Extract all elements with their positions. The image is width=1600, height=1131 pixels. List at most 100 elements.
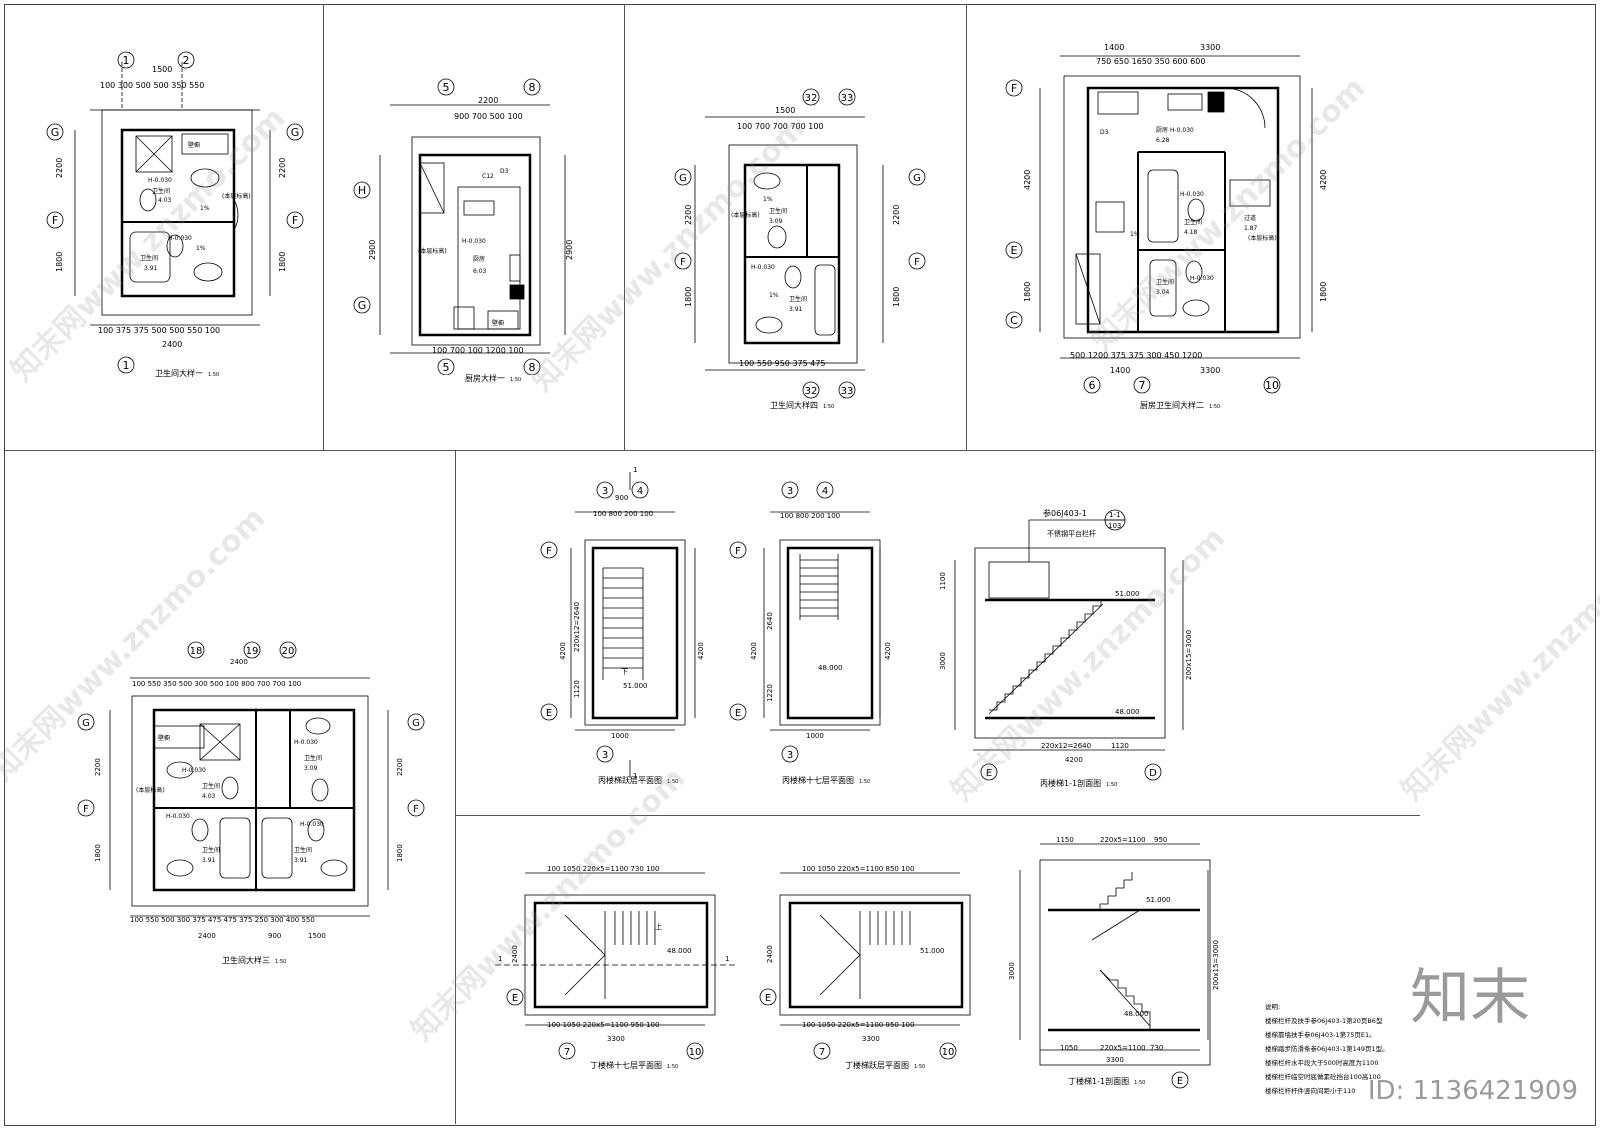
- caption-scale: 1:50: [1106, 782, 1118, 788]
- dim-total: 3300: [1200, 43, 1220, 52]
- ref-bot: 103: [1108, 522, 1121, 530]
- dim-total: 2200: [684, 205, 693, 225]
- room-level: H-0.030: [166, 813, 190, 820]
- room-level: H-0.030: [294, 739, 318, 746]
- axis-label: 10: [1265, 379, 1279, 392]
- room-label: D3: [1100, 129, 1109, 136]
- room-name: 卫生间: [140, 254, 158, 262]
- room-area: 3.91: [789, 306, 803, 313]
- dim-row: 100 550 350 500 300 500 100 800 700 700 …: [132, 680, 301, 688]
- axis-label: 6: [1089, 379, 1096, 392]
- dim-total: 900: [268, 932, 281, 940]
- drawing-caption: 厨房大样一 1:50: [465, 373, 521, 384]
- axis-label: 8: [529, 81, 536, 94]
- cut-label: 1: [633, 772, 637, 780]
- caption-scale: 1:50: [208, 372, 220, 378]
- dim-row: 100 550 950 375 475: [739, 359, 826, 368]
- dim-total: 4200: [1319, 170, 1328, 190]
- axis-label: G: [291, 126, 300, 139]
- level-value: 48.000: [1115, 708, 1140, 716]
- axis-label: F: [914, 257, 920, 268]
- stairD-jump-plan: 100 1050 220x5=1100 850 100 100 1050 220…: [759, 865, 971, 1060]
- axis-label: 32: [805, 386, 818, 397]
- cut-label: 1: [633, 466, 637, 474]
- slope-label: 1%: [196, 245, 206, 252]
- caption-scale: 1:50: [914, 1064, 926, 1070]
- axis-label: E: [512, 993, 518, 1004]
- axis-label: 2: [183, 54, 190, 67]
- room-name: 卫生间: [202, 782, 220, 790]
- axis-label: G: [412, 718, 420, 729]
- room-area: 6.03: [473, 268, 487, 275]
- dim-total: 2200: [396, 758, 404, 776]
- wall-cab-label: 壁橱: [188, 141, 200, 149]
- room-name: 卫生间: [294, 846, 312, 854]
- axis-label: E: [1011, 244, 1018, 257]
- room-name: 过道: [1244, 214, 1256, 222]
- level-value: 48.000: [667, 947, 692, 955]
- dim-total: 950: [1154, 836, 1167, 844]
- dim-total: 2400: [511, 945, 519, 963]
- dim-total: 730: [1150, 1044, 1163, 1052]
- dim-row: 100 800 200 100: [593, 510, 653, 518]
- dim-total: 1800: [892, 287, 901, 307]
- design-notes: 说明: 楼梯栏杆及扶手参06J403-1第20页B6型 楼梯靠墙扶手参06J40…: [1265, 1000, 1389, 1098]
- stairC-section: 参06J403-1 1-1 103 不锈钢平台栏杆 51.000 48.000 …: [939, 508, 1193, 781]
- room-label: C12: [482, 173, 494, 180]
- dim-total: 4200: [1023, 170, 1032, 190]
- caption-text: 卫生间大样四: [770, 401, 818, 410]
- dim-total: 1100: [939, 572, 947, 590]
- axis-label: E: [735, 708, 741, 719]
- note-line: 楼梯栏杆及扶手参06J403-1第20页B6型: [1265, 1017, 1383, 1025]
- axis-label: 1: [123, 359, 130, 372]
- room-area: 4.03: [202, 793, 216, 800]
- axis-label: 3: [787, 750, 793, 761]
- axis-label: F: [735, 546, 741, 557]
- dim-row: 100 1050 220x5=1100 730 100: [547, 865, 659, 873]
- divider: [624, 4, 625, 450]
- divider: [966, 4, 967, 450]
- axis-label: 4: [637, 486, 643, 497]
- dim-total: 1500: [308, 932, 326, 940]
- room-name: 卫生间: [789, 295, 807, 303]
- axis-label: G: [358, 299, 367, 312]
- dim-total: 3300: [1106, 1056, 1124, 1064]
- slope-label: 1%: [200, 205, 210, 212]
- caption-text: 厨房大样一: [465, 374, 505, 383]
- room-name: 卫生间: [769, 207, 787, 215]
- axis-label: 3: [602, 486, 608, 497]
- caption-text: 丁楼梯1-1剖面图: [1068, 1077, 1130, 1086]
- dim-total: 2200: [55, 158, 64, 178]
- slope-label: 1%: [1130, 231, 1140, 238]
- axis-label: 32: [805, 93, 818, 104]
- level-value: 51.000: [1115, 590, 1140, 598]
- axis-label: G: [51, 126, 60, 139]
- axis-label: 3: [602, 750, 608, 761]
- dim-total: 2200: [478, 96, 498, 105]
- dim-total: 1400: [1104, 43, 1124, 52]
- note-line: 楼梯栏杆杆件竖向间距小于110: [1265, 1087, 1356, 1095]
- axis-label: 5: [443, 361, 450, 374]
- bath3-plan: 壁橱 H-0.030 卫生间 4.03 H-0.030 卫生间 3.09 H-0…: [77, 641, 425, 940]
- kitbath2-plan: D3 H-0.030 厨房 6.28 H-0.030 卫生间 4.18 过道 1…: [1005, 43, 1328, 394]
- dim-total: 1800: [396, 844, 404, 862]
- caption-scale: 1:50: [667, 779, 679, 785]
- dim-row: 100 550 500 300 375 475 475 375 250 300 …: [130, 916, 315, 924]
- room-level: H-0.030: [148, 177, 172, 184]
- dim-total: 2200: [278, 158, 287, 178]
- room-area: 3.09: [769, 218, 783, 225]
- axis-label: 33: [841, 93, 854, 104]
- dim-total: 1220: [766, 684, 774, 702]
- divider: [455, 450, 456, 1124]
- stairD-section: 1150 220x5=1100 950 51.000 48.000 1050 2…: [1008, 836, 1220, 1089]
- divider: [4, 450, 1594, 451]
- room-area: 3.09: [304, 765, 318, 772]
- floor-tag: (本层标高): [222, 192, 251, 200]
- room-name: 卫生间: [304, 754, 322, 762]
- room-area: 3.91: [144, 265, 158, 272]
- caption-scale: 1:50: [510, 377, 522, 383]
